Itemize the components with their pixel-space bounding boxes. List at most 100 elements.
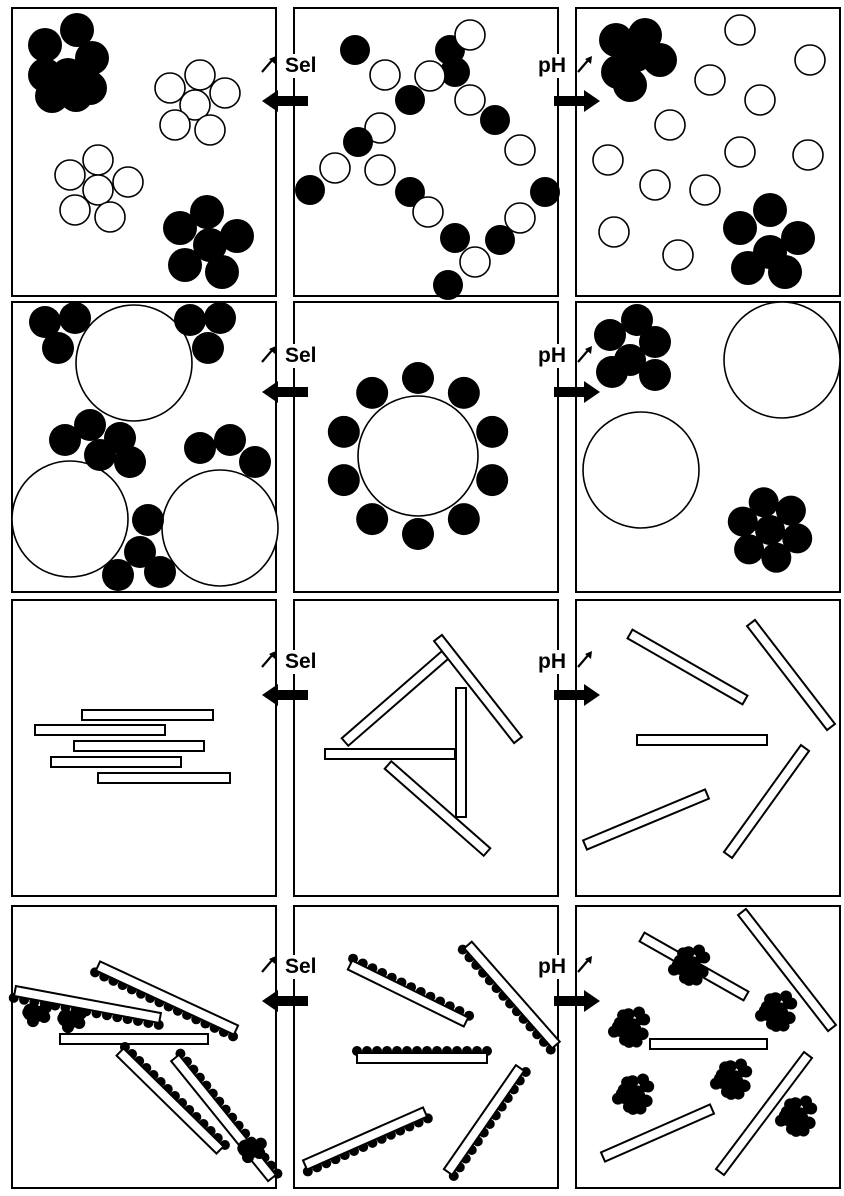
open-particle xyxy=(95,202,125,232)
filled-particle xyxy=(787,1123,799,1135)
filled-particle xyxy=(776,496,806,526)
filled-particle xyxy=(214,424,246,456)
filled-particle xyxy=(340,35,370,65)
filled-particle xyxy=(622,1008,634,1020)
open-particle xyxy=(365,155,395,185)
open-particle xyxy=(415,61,445,91)
open-particle xyxy=(640,170,670,200)
filled-particle xyxy=(738,1065,750,1077)
filled-particle xyxy=(620,1034,632,1046)
filled-particle xyxy=(205,255,239,289)
open-particle xyxy=(455,20,485,50)
filled-particle xyxy=(731,251,765,285)
filled-particle xyxy=(448,503,480,535)
filled-particle xyxy=(613,68,647,102)
filled-particle xyxy=(31,1005,43,1017)
large-particle xyxy=(724,302,840,418)
open-particle xyxy=(655,110,685,140)
filled-particle xyxy=(402,362,434,394)
rod xyxy=(747,620,835,730)
rod xyxy=(637,735,767,745)
open-particle xyxy=(745,85,775,115)
left-arrow-icon xyxy=(262,990,308,1012)
open-particle xyxy=(460,247,490,277)
filled-particle xyxy=(639,359,671,391)
rod xyxy=(60,1034,208,1044)
row4-sel-label: Sel xyxy=(282,955,320,979)
filled-particle xyxy=(114,446,146,478)
rod xyxy=(342,651,449,746)
rod xyxy=(601,1104,714,1161)
row3-sel-label: Sel xyxy=(282,650,320,674)
filled-particle xyxy=(239,446,271,478)
open-particle xyxy=(505,135,535,165)
rod xyxy=(444,1065,524,1175)
filled-particle xyxy=(42,332,74,364)
filled-particle xyxy=(328,464,360,496)
filled-particle xyxy=(626,1075,638,1087)
filled-particle xyxy=(476,464,508,496)
open-particle xyxy=(795,45,825,75)
filled-particle xyxy=(190,195,224,229)
filled-particle xyxy=(636,1013,648,1025)
large-particle xyxy=(162,470,278,586)
filled-particle xyxy=(476,416,508,448)
row2-sel-label: Sel xyxy=(282,344,320,368)
open-particle xyxy=(113,167,143,197)
filled-particle xyxy=(624,1101,636,1113)
filled-particle xyxy=(596,356,628,388)
rod xyxy=(82,710,213,720)
open-particle xyxy=(690,175,720,205)
open-particle xyxy=(793,140,823,170)
large-particle xyxy=(358,396,478,516)
rod xyxy=(51,757,181,767)
filled-particle xyxy=(295,175,325,205)
rod xyxy=(348,961,468,1027)
filled-particle xyxy=(28,28,62,62)
open-particle xyxy=(60,195,90,225)
filled-particle xyxy=(753,193,787,227)
panel-frame xyxy=(12,906,276,1188)
filled-particle xyxy=(723,211,757,245)
row1-ph-label: pH xyxy=(535,54,569,78)
open-particle xyxy=(155,73,185,103)
rod xyxy=(98,773,230,783)
rod xyxy=(96,961,238,1034)
open-particle xyxy=(370,60,400,90)
filled-particle xyxy=(132,504,164,536)
rod xyxy=(724,745,809,858)
filled-particle xyxy=(769,992,781,1004)
filled-particle xyxy=(168,248,202,282)
filled-particle xyxy=(724,1060,736,1072)
filled-particle xyxy=(343,127,373,157)
rod xyxy=(583,789,709,849)
row4-ph-label: pH xyxy=(535,955,569,979)
rod xyxy=(434,635,522,743)
rod xyxy=(357,1053,487,1063)
left-arrow-icon xyxy=(262,90,308,112)
rod xyxy=(35,725,165,735)
filled-particle xyxy=(722,1086,734,1098)
filled-particle xyxy=(35,79,69,113)
open-particle xyxy=(505,203,535,233)
filled-particle xyxy=(440,223,470,253)
open-particle xyxy=(83,145,113,175)
filled-particle xyxy=(174,304,206,336)
open-particle xyxy=(210,78,240,108)
filled-particle xyxy=(749,487,779,517)
large-particle xyxy=(12,461,128,577)
open-particle xyxy=(455,85,485,115)
rod xyxy=(74,741,204,751)
filled-particle xyxy=(783,997,795,1009)
filled-particle xyxy=(395,85,425,115)
large-particle xyxy=(583,412,699,528)
filled-particle xyxy=(680,972,692,984)
rod xyxy=(303,1107,427,1169)
open-particle xyxy=(195,115,225,145)
filled-particle xyxy=(246,1141,258,1153)
filled-particle xyxy=(144,556,176,588)
open-particle xyxy=(725,137,755,167)
rod xyxy=(385,761,491,856)
filled-particle xyxy=(356,503,388,535)
